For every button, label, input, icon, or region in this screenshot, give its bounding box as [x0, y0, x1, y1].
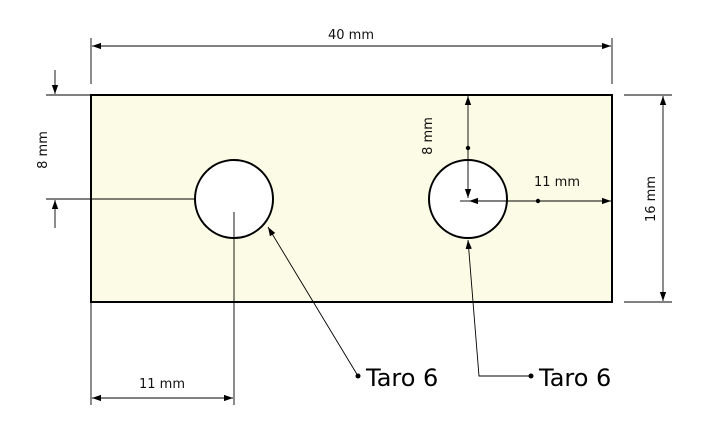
left-hole-vertical-dimension: 8 mm	[36, 70, 194, 228]
right-callout: Taro 6	[465, 239, 611, 392]
left-hole-horizontal-dimension: 11 mm	[90, 212, 235, 405]
left-callout: Taro 6	[267, 226, 438, 392]
right-hole-horizontal-dimension: 11 mm	[460, 175, 611, 205]
right-hole-vertical-dimension: 8 mm	[421, 96, 472, 198]
left-hole-vertical-label: 8 mm	[36, 131, 51, 169]
width-dimension-label: 40 mm	[328, 28, 374, 43]
width-dimension: 40 mm	[90, 28, 613, 84]
right-callout-label: Taro 6	[538, 364, 611, 392]
height-dimension-label: 16 mm	[644, 176, 659, 222]
right-hole-vertical-label: 8 mm	[421, 117, 436, 155]
right-hole-horizontal-label: 11 mm	[534, 175, 580, 190]
height-dimension: 16 mm	[624, 94, 672, 303]
left-hole-horizontal-label: 11 mm	[139, 377, 185, 392]
left-callout-label: Taro 6	[365, 364, 438, 392]
plate	[90, 94, 613, 303]
